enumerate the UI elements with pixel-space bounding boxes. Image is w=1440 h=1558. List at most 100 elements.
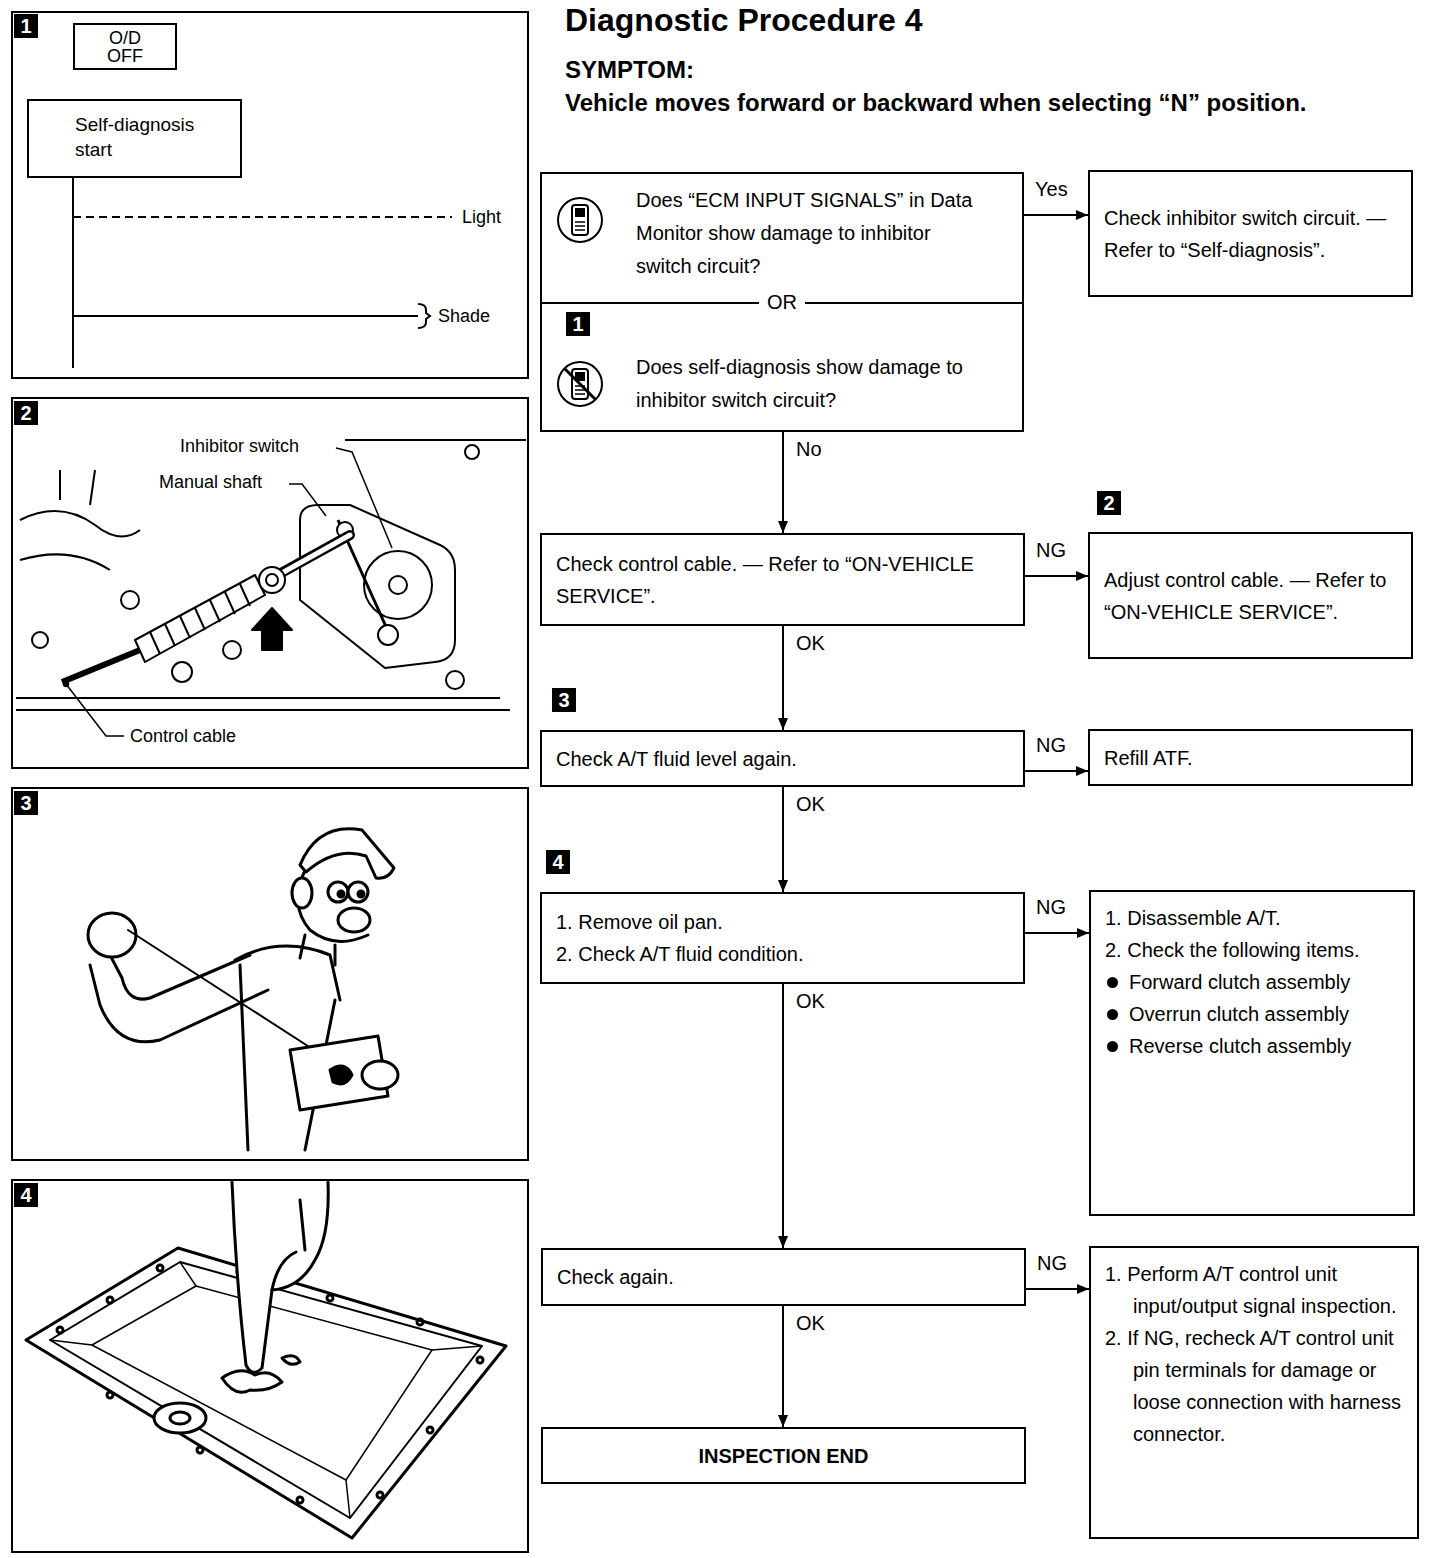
terminal-box: INSPECTION END <box>541 1427 1026 1484</box>
callout-number: 3 <box>14 791 38 815</box>
part-label: Control cable <box>128 724 238 748</box>
timing-chart <box>73 216 452 218</box>
mechanic-figure <box>358 891 364 897</box>
flow-connector <box>1025 766 1088 776</box>
node-text: Refill ATF. <box>1104 742 1397 774</box>
process-box: 1. Disassemble A/T.2. Check the followin… <box>1089 890 1415 1216</box>
node-text: Check inhibitor switch circuit. — Refer … <box>1104 202 1397 266</box>
transmission-drawing <box>16 440 526 710</box>
leader-line <box>289 484 326 516</box>
node-text: 2. Check A/T fluid condition. <box>556 938 1009 970</box>
callout-number: 4 <box>14 1183 38 1207</box>
arrowhead <box>1077 928 1089 938</box>
callout-number: 1 <box>566 312 590 336</box>
flow-connector <box>778 1306 788 1427</box>
oil-pan-drawing <box>157 1265 163 1271</box>
transmission-drawing <box>20 554 110 570</box>
arrowhead <box>778 880 788 892</box>
oil-pan-drawing <box>282 1356 300 1365</box>
arrowhead <box>778 718 788 730</box>
tool-icon <box>558 362 602 406</box>
node-text: Adjust control cable. — Refer to “ON-VEH… <box>1104 564 1397 628</box>
transmission-drawing <box>300 505 455 668</box>
callout-number: 1 <box>14 14 38 38</box>
process-box: Check again. <box>541 1248 1026 1306</box>
arrowhead <box>1076 571 1088 581</box>
node-text: Check A/T fluid level again. <box>556 743 1009 775</box>
node-text: Forward clutch assembly <box>1105 966 1399 998</box>
transmission-drawing <box>465 445 479 459</box>
node-text: Check control cable. — Refer to “ON-VEHI… <box>556 548 1009 612</box>
decision-part: Does self-diagnosis show damage to inhib… <box>542 302 1022 430</box>
node-text: Overrun clutch assembly <box>1105 998 1399 1030</box>
edge-label: NG <box>1035 1251 1069 1275</box>
transmission-drawing <box>252 608 292 650</box>
oil-pan-drawing <box>107 1297 113 1303</box>
mechanic-figure <box>292 878 312 908</box>
node-text: Does self-diagnosis show damage to inhib… <box>636 351 982 417</box>
transmission-drawing <box>272 535 350 578</box>
decision-box: OR Does “ECM INPUT SIGNALS” in Data Monit… <box>540 172 1024 432</box>
node-text: 2. If NG, recheck A/T control unit pin t… <box>1105 1322 1403 1450</box>
edge-label: OK <box>794 631 827 655</box>
oil-pan-drawing <box>272 1200 305 1290</box>
tool-icon <box>575 208 585 217</box>
tool-icon <box>575 222 585 230</box>
mechanic-figure <box>240 965 248 1150</box>
node-text: Check again. <box>557 1261 1010 1293</box>
callout-number: 2 <box>1097 491 1121 515</box>
node-text: Self-diagnosis start <box>75 112 210 162</box>
oil-pan-drawing <box>154 1403 206 1433</box>
transmission-drawing <box>345 439 526 441</box>
transmission-drawing <box>266 574 278 586</box>
transmission-drawing <box>364 551 432 619</box>
edge-label: OK <box>794 989 827 1013</box>
leader-line <box>336 448 392 548</box>
flow-connector <box>778 626 788 730</box>
symptom-text: Vehicle moves forward or backward when s… <box>565 86 1385 119</box>
mechanic-figure <box>235 946 340 1000</box>
node-text: 1. Remove oil pan. <box>556 906 1009 938</box>
timing-chart <box>73 178 452 368</box>
oil-pan-drawing <box>297 1497 303 1503</box>
oil-pan-drawing <box>222 1371 282 1393</box>
timing-chart <box>72 178 74 368</box>
oil-pan-drawing <box>417 1319 423 1325</box>
transmission-drawing <box>223 641 241 659</box>
mechanic-figure <box>330 1066 352 1084</box>
tool-icon <box>565 369 595 399</box>
process-box: Refill ATF. <box>1088 729 1413 786</box>
tool-icon <box>558 198 602 242</box>
flow-connector <box>1024 210 1088 220</box>
panel-frame <box>12 788 528 1160</box>
mechanic-figure <box>338 891 344 897</box>
callout-number: 2 <box>14 401 38 425</box>
transmission-drawing <box>20 511 140 536</box>
mechanic-figure <box>88 829 398 1150</box>
callout-number: 4 <box>546 850 570 874</box>
process-box: Adjust control cable. — Refer to “ON-VEH… <box>1088 532 1413 659</box>
node-text: 1. Perform A/T control unit input/output… <box>1105 1258 1403 1322</box>
flow-connector <box>782 432 784 533</box>
panel-frame <box>12 398 528 768</box>
or-label: OR <box>759 290 805 314</box>
arrowhead <box>1076 210 1088 220</box>
callout-number: 3 <box>552 688 576 712</box>
arrowhead <box>1076 766 1088 776</box>
mechanic-figure <box>328 882 348 902</box>
flow-connector <box>782 984 784 1248</box>
transmission-drawing <box>259 567 285 593</box>
edge-label: No <box>794 437 824 461</box>
oil-pan-drawing <box>107 1392 113 1398</box>
node-text: Does “ECM INPUT SIGNALS” in Data Monitor… <box>636 184 982 283</box>
flow-connector <box>778 787 788 892</box>
edge-label: NG <box>1034 895 1068 919</box>
oil-pan-drawing <box>427 1427 433 1433</box>
process-box: Check A/T fluid level again. <box>540 730 1025 787</box>
edge-label: OK <box>794 1311 827 1335</box>
timing-chart <box>73 315 418 317</box>
part-label: Inhibitor switch <box>178 434 301 458</box>
transmission-drawing <box>446 671 464 689</box>
signal-label: Shade <box>436 304 492 328</box>
